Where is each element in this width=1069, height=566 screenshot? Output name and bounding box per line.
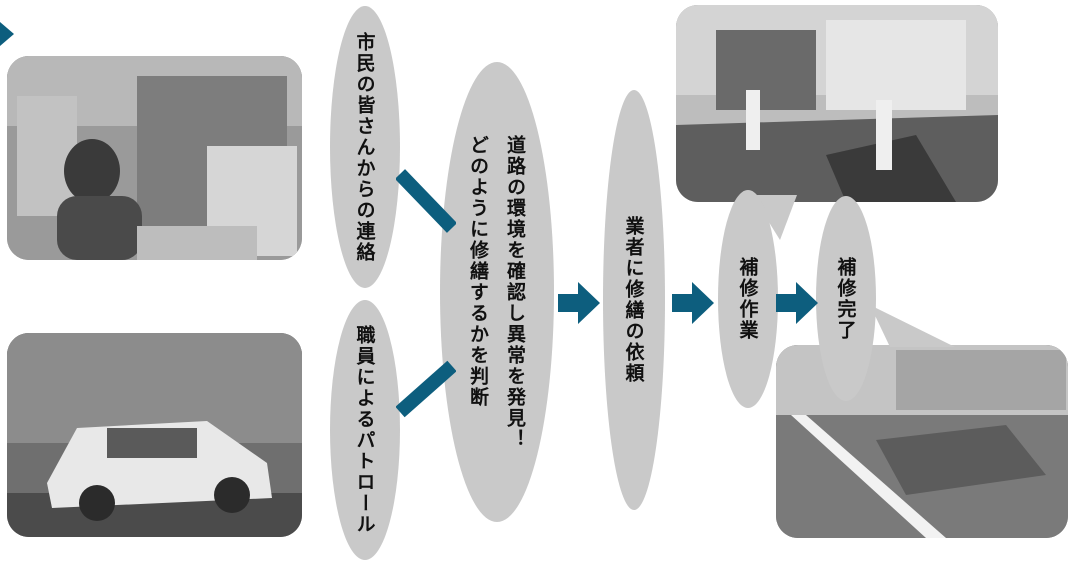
node-inspect-line2: どのように修繕するかを判断 [467,134,489,408]
bubble-tail-bottom [870,305,955,347]
arrow-request-to-repair [672,282,714,324]
node-inspect-judge: 道路の環境を確認し異常を発見！ どのように修繕するかを判断 [440,62,554,522]
node-inspect-line1: 道路の環境を確認し異常を発見！ [504,134,526,450]
node-contractor-request-label: 業者に修繕の依頼 [622,216,645,384]
node-contractor-request: 業者に修繕の依頼 [603,90,665,510]
photo-repaired-road [776,345,1068,538]
photo-repair-work [676,5,998,202]
node-citizen-contact-label: 市民の皆さんからの連絡 [353,31,376,263]
connector-patrol-to-inspect [396,360,456,418]
node-citizen-contact: 市民の皆さんからの連絡 [330,6,400,288]
node-repair-complete-label: 補修完了 [834,256,857,341]
connector-citizen-to-inspect [396,169,456,233]
corner-arrow-icon [0,22,14,46]
arrow-repair-to-complete [776,282,818,324]
arrow-inspect-to-request [558,282,600,324]
node-repair-work-label: 補修作業 [736,257,759,341]
node-repair-work: 補修作業 [718,190,778,408]
node-repair-complete: 補修完了 [816,196,876,401]
photo-patrol-car [7,333,302,537]
node-staff-patrol-label: 職員によるパトロール [353,325,376,535]
node-staff-patrol: 職員によるパトロール [330,300,400,560]
photo-citizen-phone-call [7,56,302,260]
